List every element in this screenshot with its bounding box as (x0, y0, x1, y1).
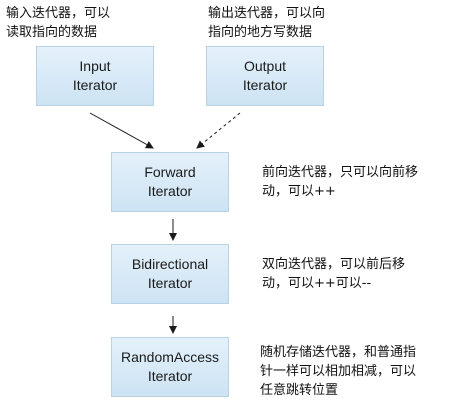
output-iterator-box: Output Iterator (206, 46, 324, 106)
input-iterator-note: 输入迭代器，可以 读取指向的数据 (6, 4, 110, 42)
forward-box-line-2: Iterator (147, 183, 193, 199)
input-note-line-2: 读取指向的数据 (6, 25, 98, 40)
forward-note-line-2: 动，可以++ (262, 184, 336, 199)
output-note-line-2: 指向的地方写数据 (208, 25, 313, 40)
random-access-note-line-1: 随机存储迭代器，和普通指 (260, 345, 417, 360)
output-box-line-1: Output (243, 58, 287, 74)
forward-iterator-note: 前向迭代器，只可以向前移 动，可以++ (262, 163, 418, 201)
input-box-line-1: Input (79, 58, 111, 74)
bidirectional-box-line-1: Bidirectional (131, 256, 209, 272)
output-iterator-note: 输出迭代器，可以向 指向的地方写数据 (208, 4, 325, 42)
bidirectional-note-line-1: 双向迭代器，可以前后移 (262, 257, 406, 272)
random-access-iterator-note: 随机存储迭代器，和普通指 针一样可以相加相减，可以 任意跳转位置 (260, 343, 416, 400)
random-access-note-line-3: 任意跳转位置 (260, 383, 339, 398)
forward-note-line-1: 前向迭代器，只可以向前移 (262, 165, 419, 180)
forward-iterator-box: Forward Iterator (111, 152, 229, 212)
bidirectional-iterator-note: 双向迭代器，可以前后移 动，可以++可以-- (262, 255, 405, 293)
random-access-note-line-2: 针一样可以相加相减，可以 (260, 364, 417, 379)
forward-box-line-1: Forward (144, 164, 196, 180)
input-note-line-1: 输入迭代器，可以 (6, 6, 111, 21)
arrow-input-to-forward (89, 112, 154, 149)
random-access-box-line-2: Iterator (147, 368, 193, 384)
output-box-line-2: Iterator (242, 77, 288, 93)
bidirectional-box-line-2: Iterator (147, 275, 193, 291)
random-access-iterator-box: RandomAccess Iterator (111, 337, 229, 397)
arrow-output-to-forward (196, 112, 241, 149)
random-access-box-line-1: RandomAccess (120, 349, 220, 365)
input-box-line-2: Iterator (72, 77, 118, 93)
output-note-line-1: 输出迭代器，可以向 (208, 6, 326, 21)
input-iterator-box: Input Iterator (36, 46, 154, 106)
bidirectional-iterator-box: Bidirectional Iterator (111, 244, 229, 304)
bidirectional-note-line-2: 动，可以++可以-- (262, 276, 372, 291)
